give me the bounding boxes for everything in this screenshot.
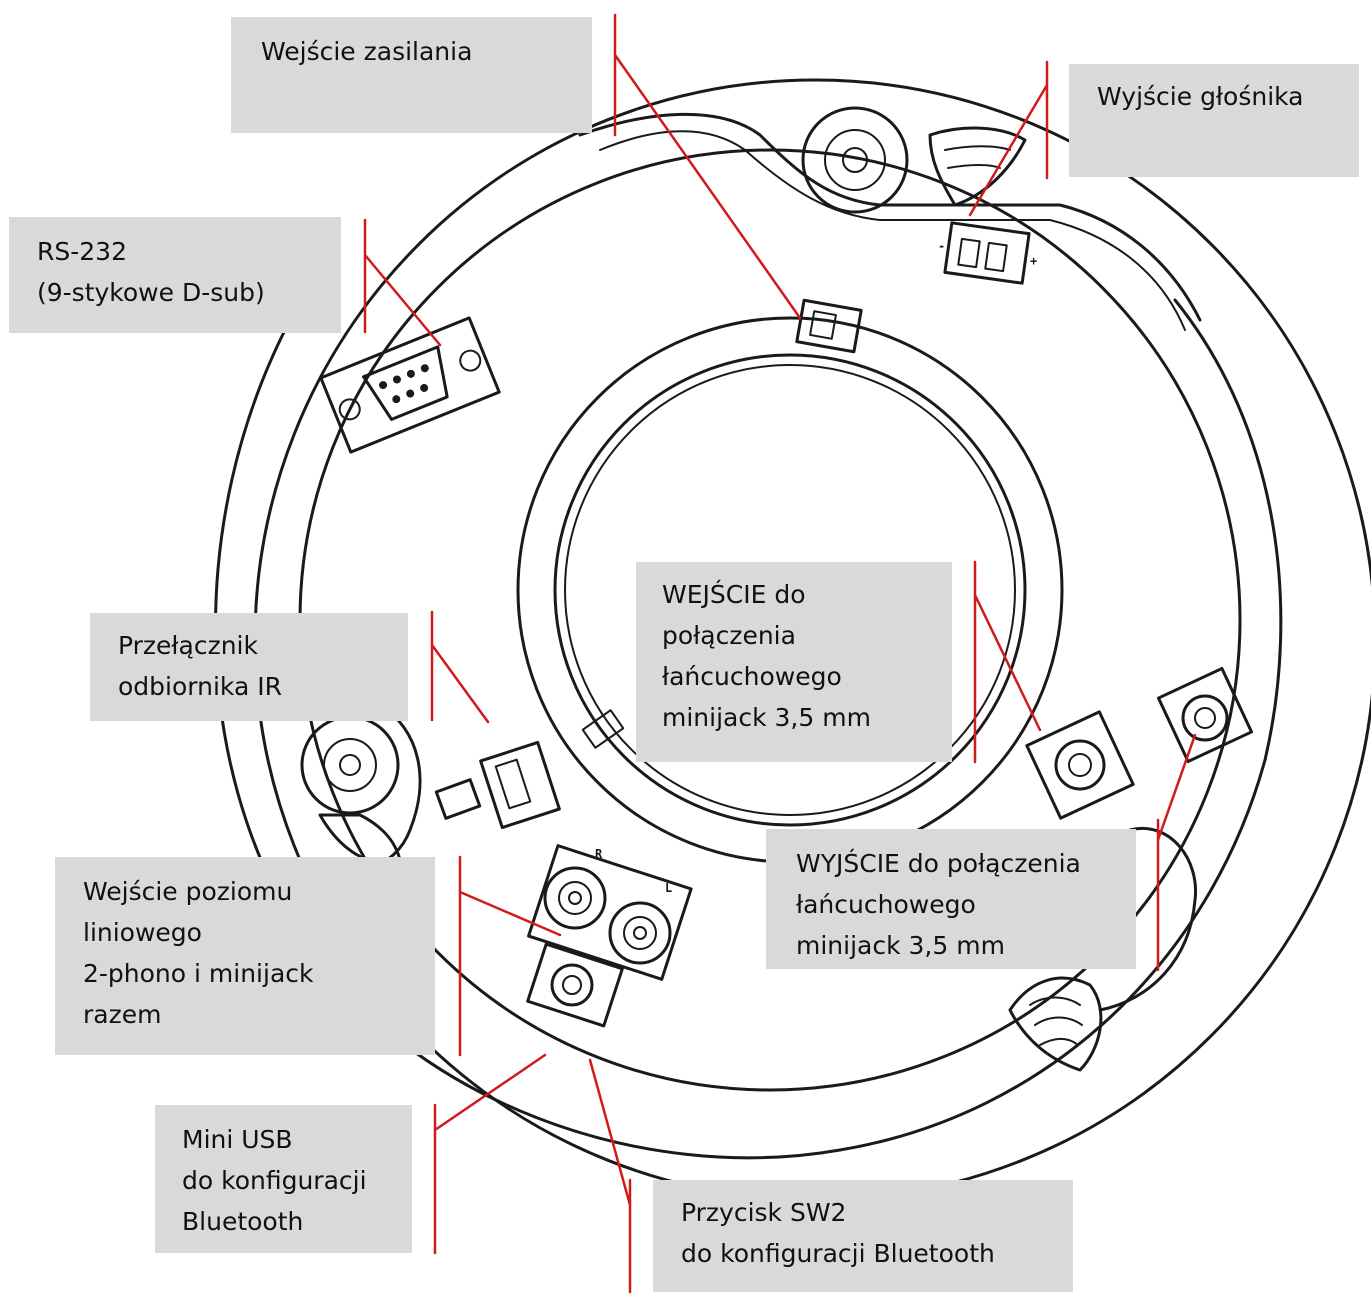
leader-speaker	[968, 60, 1049, 217]
phono-l-marking: L	[665, 881, 672, 895]
ir-switch-body	[479, 740, 561, 830]
daisy-out-jack-inner	[1194, 707, 1216, 729]
label-line: odbiornika IR	[118, 672, 282, 701]
daisy-out-jack	[1156, 666, 1254, 764]
left-post-outer	[300, 715, 400, 815]
ir-switch-slider	[494, 758, 532, 810]
label-line: Wejście poziomu	[83, 877, 293, 906]
label-line-input: Wejście poziomu liniowego 2-phono i mini…	[55, 857, 435, 1055]
power-connector-slot	[809, 310, 837, 340]
power-connector	[795, 298, 863, 354]
label-line: Mini USB	[182, 1125, 293, 1154]
label-line: Bluetooth	[182, 1207, 304, 1236]
leader-daisy-in	[973, 560, 1042, 764]
top-grip-ridge-2	[947, 164, 1001, 169]
phono-left-inner	[623, 916, 657, 950]
leader-daisy-out	[1156, 733, 1197, 972]
speaker-terminal-minus: -	[938, 239, 945, 253]
ir-receiver	[434, 778, 482, 820]
daisy-in-jack	[1025, 710, 1135, 820]
leader-ir	[430, 610, 490, 724]
label-line: razem	[83, 1000, 162, 1029]
label-line: liniowego	[83, 918, 202, 947]
daisy-in-jack-inner	[1068, 753, 1092, 777]
bottom-grip-ridge-2	[1034, 1016, 1083, 1026]
rs232-connector	[319, 316, 501, 454]
left-grip	[318, 813, 402, 865]
leader-power	[613, 13, 802, 320]
label-line: minijack 3,5 mm	[662, 703, 871, 732]
speaker-terminal-slot-left	[957, 237, 981, 269]
label-line: do konfiguracji	[182, 1166, 367, 1195]
leader-lines	[363, 13, 1197, 1294]
label-sw2-button: Przycisk SW2 do konfiguracji Bluetooth	[653, 1180, 1073, 1292]
inner-housing-ring	[214, 298, 1283, 1160]
leader-usb	[433, 1053, 547, 1255]
label-line: Przycisk SW2	[681, 1198, 847, 1227]
label-line: do konfiguracji Bluetooth	[681, 1239, 995, 1268]
label-line: RS-232	[37, 237, 127, 266]
bottom-grip	[1008, 976, 1103, 1072]
speaker-terminal	[943, 221, 1031, 285]
top-bracket	[578, 112, 1202, 322]
leader-rs232	[363, 218, 442, 347]
label-line: WEJŚCIE do	[662, 580, 806, 609]
label-line: WYJŚCIE do połączenia	[796, 849, 1081, 878]
bottom-grip-ridge-3	[1039, 1038, 1079, 1046]
phono-r-marking: R	[595, 847, 603, 861]
top-grip	[928, 126, 1027, 207]
bottom-right-bracket	[1098, 827, 1198, 1012]
center-ring-inner-2	[564, 364, 1016, 816]
top-grip-ridge-1	[944, 145, 1011, 151]
daisy-in-jack-outer	[1054, 739, 1106, 791]
label-line: 2-phono i minijack	[83, 959, 314, 988]
phono-left-pin	[633, 926, 647, 940]
label-daisy-out: WYJŚCIE do połączenia łańcuchowego minij…	[766, 829, 1136, 969]
speaker-terminal-slot-right	[984, 241, 1008, 273]
label-line: Przełącznik	[118, 631, 258, 660]
left-post-mid	[323, 738, 377, 792]
label-line: Wejście zasilania	[261, 37, 473, 66]
phono-block	[527, 844, 693, 981]
top-post-outer	[801, 106, 909, 214]
line-minijack-inner	[562, 975, 582, 995]
label-line: Wyjście głośnika	[1097, 82, 1304, 111]
bottom-grip-ridge-1	[1029, 996, 1081, 1006]
label-line: połączenia	[662, 621, 796, 650]
center-ring-inner	[553, 353, 1027, 827]
top-post-inner	[842, 147, 868, 173]
phono-right-inner	[558, 881, 592, 915]
label-rs232: RS-232 (9-stykowe D-sub)	[9, 217, 341, 333]
label-line: łańcuchowego	[662, 662, 842, 691]
daisy-out-jack-outer	[1181, 694, 1229, 742]
phono-right-outer	[543, 866, 607, 930]
line-minijack-outer	[550, 963, 594, 1007]
label-power-input: Wejście zasilania	[231, 17, 592, 133]
leader-sw2	[588, 1058, 632, 1294]
top-post-mid	[824, 129, 886, 191]
center-ring-tab	[581, 709, 625, 749]
label-line: łańcuchowego	[796, 890, 976, 919]
line-minijack	[526, 942, 624, 1028]
label-daisy-in: WEJŚCIE do połączenia łańcuchowego minij…	[636, 562, 952, 762]
leader-line-in	[458, 855, 562, 1057]
top-bracket-inner	[599, 130, 1186, 331]
label-line: minijack 3,5 mm	[796, 931, 1005, 960]
phono-left-outer	[608, 901, 672, 965]
label-line: (9-stykowe D-sub)	[37, 278, 265, 307]
label-speaker-output: Wyjście głośnika	[1069, 64, 1359, 177]
label-mini-usb: Mini USB do konfiguracji Bluetooth	[155, 1105, 412, 1253]
speaker-terminal-plus: +	[1030, 254, 1037, 268]
phono-right-pin	[568, 891, 582, 905]
left-post-inner	[339, 754, 361, 776]
label-ir-switch: Przełącznik odbiornika IR	[90, 613, 408, 721]
